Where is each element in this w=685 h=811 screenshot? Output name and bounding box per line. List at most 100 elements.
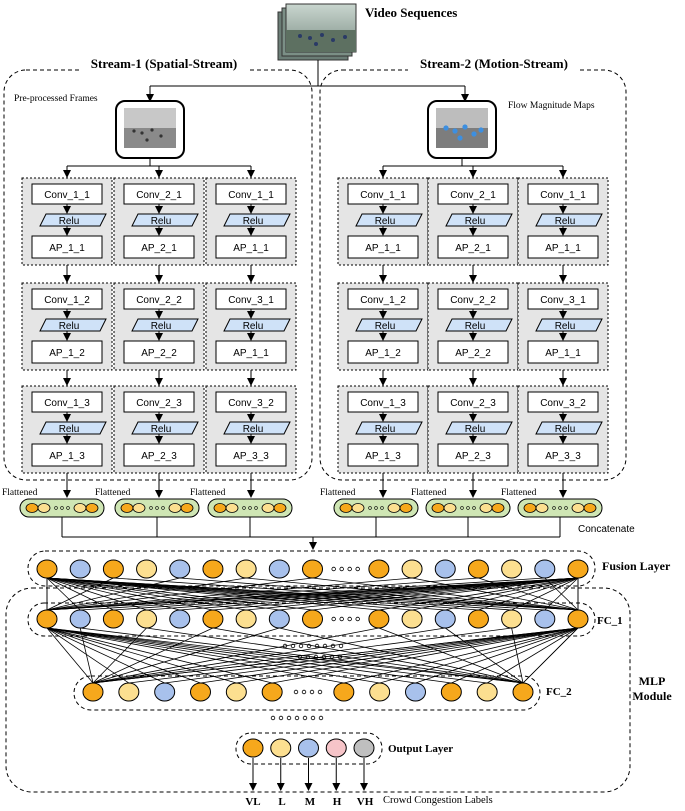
- connection: [92, 627, 379, 684]
- mlp-module-box: [5, 587, 631, 793]
- neuron-node: [261, 682, 283, 702]
- fusion-layer-label: Fusion Layer: [602, 559, 671, 573]
- connection: [212, 577, 579, 611]
- flatten-dot: [460, 506, 464, 510]
- relu-label: Relu: [555, 321, 576, 332]
- relu-shape: [535, 318, 603, 332]
- relu-label: Relu: [465, 321, 486, 332]
- relu-label: Relu: [59, 321, 80, 332]
- flow-magnitude-image: [427, 100, 497, 159]
- connection: [272, 627, 579, 684]
- pool-layer-label: AP_1_1: [49, 243, 85, 254]
- connection: [92, 627, 280, 684]
- ellipsis-dot: [347, 616, 352, 622]
- conv-layer-label: Conv_2_2: [450, 295, 496, 306]
- connection: [46, 577, 313, 611]
- ellipsis-dot: [297, 654, 303, 660]
- neuron-node: [36, 609, 58, 629]
- neuron-node: [235, 559, 257, 579]
- relu-label: Relu: [243, 216, 264, 227]
- relu-shape: [355, 421, 423, 435]
- neuron-node: [434, 559, 456, 579]
- flatten-dot: [254, 506, 258, 510]
- neuron-node: [202, 559, 224, 579]
- conv-layer-label: Conv_1_2: [360, 295, 406, 306]
- ellipsis-dot: [337, 654, 343, 660]
- pool-layer-label: AP_1_1: [233, 348, 269, 359]
- connection: [46, 577, 280, 611]
- pool-layer-label: AP_2_1: [455, 243, 491, 254]
- header-split-connector: [146, 60, 469, 102]
- relu-shape: [355, 213, 423, 227]
- conv-layer-label: Conv_1_1: [540, 190, 586, 201]
- neuron-node: [467, 559, 489, 579]
- connection: [46, 577, 446, 611]
- relu-label: Relu: [243, 424, 264, 435]
- pool-layer-label: AP_2_3: [455, 451, 491, 462]
- neuron-node: [242, 738, 264, 758]
- relu-shape: [39, 318, 107, 332]
- video-sequences-thumbnail: [277, 3, 357, 61]
- pool-layer-label: AP_1_1: [545, 348, 581, 359]
- ellipsis-dot: [278, 715, 284, 721]
- relu-shape: [131, 421, 199, 435]
- ellipsis-dot: [282, 643, 288, 649]
- connection: [46, 577, 413, 611]
- connection: [511, 627, 524, 684]
- flatten-vector: Flattened: [411, 488, 511, 518]
- ellipsis-dot: [314, 643, 320, 649]
- conv-layer-label: Conv_2_3: [136, 398, 182, 409]
- relu-label: Relu: [243, 321, 264, 332]
- neuron-node: [333, 682, 355, 702]
- pool-layer-label: AP_1_1: [365, 243, 401, 254]
- ellipsis-dot: [270, 715, 276, 721]
- connection: [411, 577, 579, 611]
- pool-layer-box: [31, 340, 103, 364]
- pool-layer-label: AP_3_3: [545, 451, 581, 462]
- ellipsis-dot: [330, 643, 336, 649]
- flatten-dot: [552, 506, 556, 510]
- connection: [445, 577, 579, 611]
- fc2-layer-frame: [73, 675, 541, 711]
- flatten-node: [399, 503, 413, 513]
- connection: [46, 627, 94, 684]
- flatten-vector: Flattened: [320, 488, 419, 518]
- output-layer-label: Output Layer: [388, 743, 453, 755]
- ellipsis-dot: [310, 715, 316, 721]
- pool-layer-box: [215, 340, 287, 364]
- relu-shape: [223, 318, 291, 332]
- conv-layer-label: Conv_2_2: [136, 295, 182, 306]
- pool-layer-box: [527, 235, 599, 259]
- flatten-dot: [161, 506, 165, 510]
- pool-layer-box: [347, 340, 419, 364]
- pool-layer-box: [437, 235, 509, 259]
- connection: [486, 627, 579, 684]
- flatten-node: [132, 503, 146, 513]
- neuron-node: [440, 682, 462, 702]
- pool-layer-label: AP_1_1: [233, 243, 269, 254]
- ellipsis-dot: [293, 689, 299, 695]
- relu-shape: [535, 421, 603, 435]
- ellipsis-dot: [290, 643, 296, 649]
- connection: [128, 627, 579, 684]
- conv-layer-label: Conv_1_2: [44, 295, 90, 306]
- connection: [46, 577, 247, 611]
- flatten-label: Flattened: [320, 488, 356, 498]
- fc1-layer: [36, 609, 589, 629]
- preprocess-label-stream-1: Pre-processed Frames: [14, 94, 98, 104]
- pool-layer-label: AP_1_3: [365, 451, 401, 462]
- pool-layer-label: AP_1_2: [49, 348, 85, 359]
- conv-layer-label: Conv_1_3: [360, 398, 406, 409]
- relu-label: Relu: [375, 216, 396, 227]
- neuron-node: [169, 609, 191, 629]
